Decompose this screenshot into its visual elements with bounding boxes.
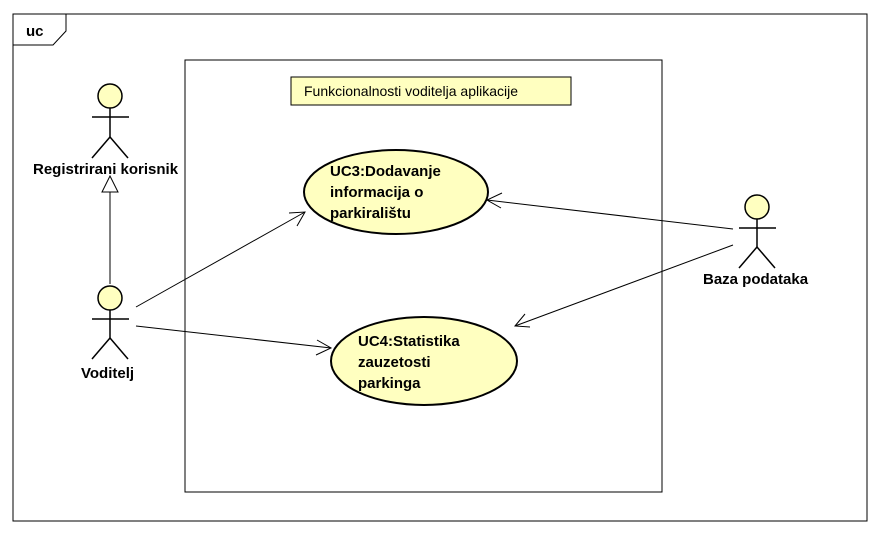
association-arrowhead [315, 339, 333, 356]
association-line [514, 244, 734, 327]
association-arrowhead [513, 313, 531, 328]
use-case-uc4-line-3: parkinga [358, 375, 421, 392]
association-arrowhead [288, 211, 306, 227]
actor-manager-right-leg [109, 337, 129, 360]
use-case-uc3-line-1: UC3:Dodavanje [330, 163, 441, 180]
actor-registered-user-head [97, 83, 123, 109]
association-line [135, 325, 332, 349]
actor-database-right-leg [756, 246, 776, 269]
system-boundary [184, 59, 663, 493]
association-database-to-uc4 [513, 244, 734, 328]
actor-database-left-leg [738, 246, 758, 269]
actor-registered-user[interactable]: Registrirani korisnik [33, 83, 179, 178]
use-case-uc4-line-1: UC4:Statistika [358, 333, 460, 350]
use-case-uc3-ellipse [303, 149, 489, 235]
actor-registered-user-left-leg [91, 136, 111, 159]
use-case-uc3-line-2: informacija o [330, 184, 423, 201]
frame-tag: uc [26, 23, 44, 40]
actor-manager[interactable]: Voditelj [81, 285, 134, 382]
boundary-label: Funkcionalnosti voditelja aplikacije [304, 83, 518, 99]
use-case-uc3-line-3: parkiralištu [330, 205, 411, 222]
boundary-label-box [290, 76, 572, 106]
frame-tag-box [13, 13, 67, 46]
actor-registered-user-right-leg [109, 136, 129, 159]
actor-database[interactable]: Baza podataka [703, 194, 809, 288]
association-arrowhead [485, 192, 503, 209]
actor-database-name: Baza podataka [703, 271, 809, 288]
actor-manager-name: Voditelj [81, 365, 134, 382]
generalization-arrowhead [101, 174, 119, 193]
actor-database-head [744, 194, 770, 220]
association-manager-to-uc3 [135, 211, 306, 308]
actor-manager-left-leg [91, 337, 111, 360]
association-manager-to-uc4 [135, 325, 333, 356]
association-line [486, 199, 734, 230]
actor-manager-head [97, 285, 123, 311]
use-case-uc4-line-2: zauzetosti [358, 354, 431, 371]
generalization-manager-to-registered-user [101, 174, 119, 284]
outer-frame [12, 13, 868, 522]
use-case-uc4[interactable]: UC4:Statistika zauzetosti parkinga [330, 316, 518, 406]
actor-registered-user-name: Registrirani korisnik [33, 161, 179, 178]
association-line [135, 211, 306, 308]
use-case-uc3[interactable]: UC3:Dodavanje informacija o parkiralištu [303, 149, 489, 235]
association-database-to-uc3 [485, 192, 734, 230]
use-case-uc4-ellipse [330, 316, 518, 406]
